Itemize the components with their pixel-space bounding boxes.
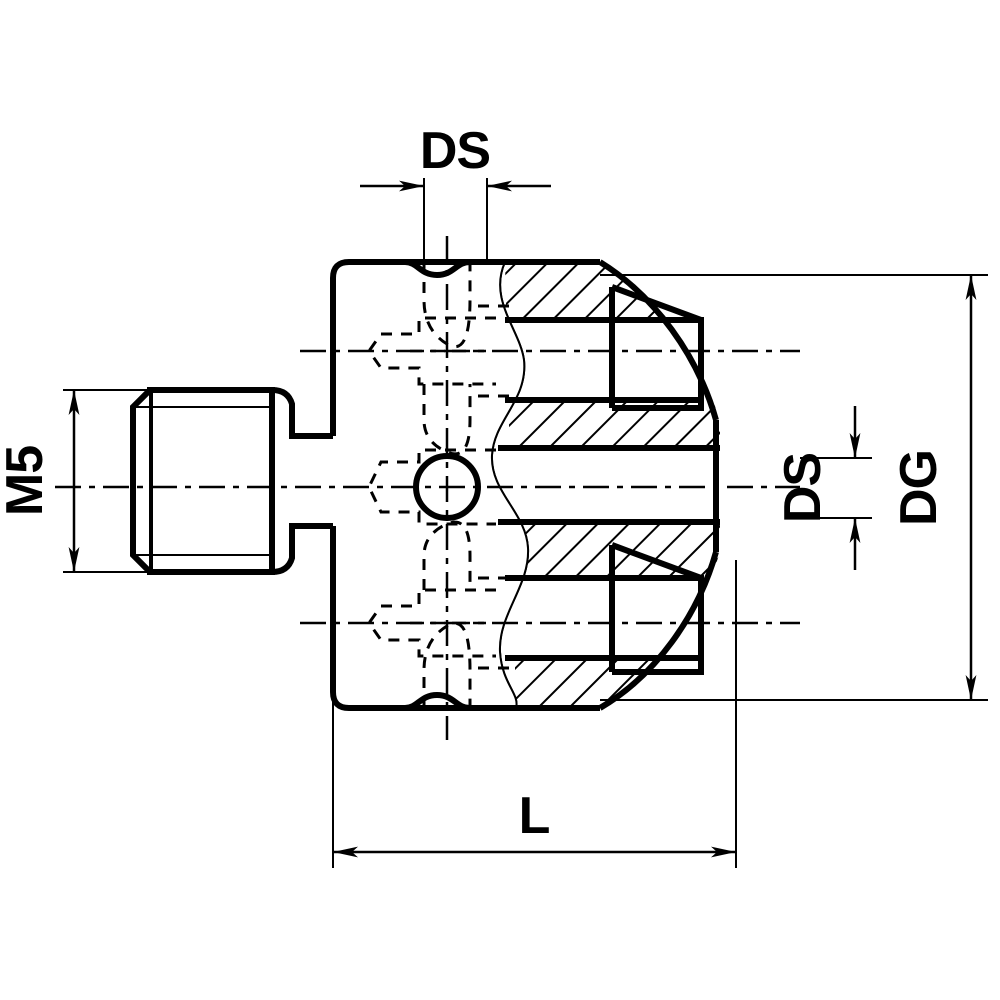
section-break-mask [470, 262, 529, 708]
internal-step-faces [609, 284, 704, 675]
hidden-lower-bore-profile [367, 588, 496, 658]
dimension-m5-left: M5 [0, 390, 80, 572]
hidden-slot-mid-lower [422, 520, 472, 590]
body-top-edge [330, 259, 600, 279]
upper-counterbore-shoulder [612, 400, 704, 411]
dimension-ds-top: DS [360, 122, 551, 192]
hidden-slot-mid-upper [422, 384, 472, 456]
dimension-ds-right: DS [774, 406, 861, 570]
extension-lines [63, 178, 988, 868]
bore-outlines-group [498, 317, 720, 661]
dim-label-dg: DG [890, 450, 948, 526]
dim-label-m5: M5 [0, 446, 54, 516]
dimension-l-bottom: L [333, 787, 736, 858]
dimension-dg-right: DG [890, 275, 977, 700]
stud-thread-outline [147, 387, 275, 575]
lower-bore-outline [505, 575, 704, 661]
body-top-break-wave [404, 259, 471, 278]
stud-neck-upper [271, 387, 333, 439]
stud-chamfer [130, 387, 153, 575]
center-lines-group [55, 236, 800, 740]
dim-label-ds-top: DS [420, 122, 490, 180]
upper-counterbore-chamfer [610, 284, 703, 323]
body-lower-taper [598, 551, 719, 711]
center-lines-short-group [410, 349, 486, 625]
body-bottom-edge [330, 691, 600, 711]
body-bottom-break-wave [404, 692, 471, 711]
upper-bore-outline [505, 317, 704, 403]
hidden-middle-bore-profile [367, 448, 496, 526]
lower-counterbore-shoulder [612, 658, 704, 675]
upper-bore-cavity [505, 320, 701, 400]
stud-neck-lower [271, 523, 333, 575]
body-outline-group [330, 259, 719, 711]
lower-counterbore-chamfer [610, 542, 703, 581]
thin-reference-edges [600, 274, 716, 701]
threaded-stud-group [130, 387, 333, 575]
hidden-upper-bore-profile [367, 316, 496, 386]
dim-label-ds-right: DS [774, 453, 832, 523]
section-break-curve-stroke [490, 261, 530, 709]
dim-label-l: L [519, 787, 550, 845]
